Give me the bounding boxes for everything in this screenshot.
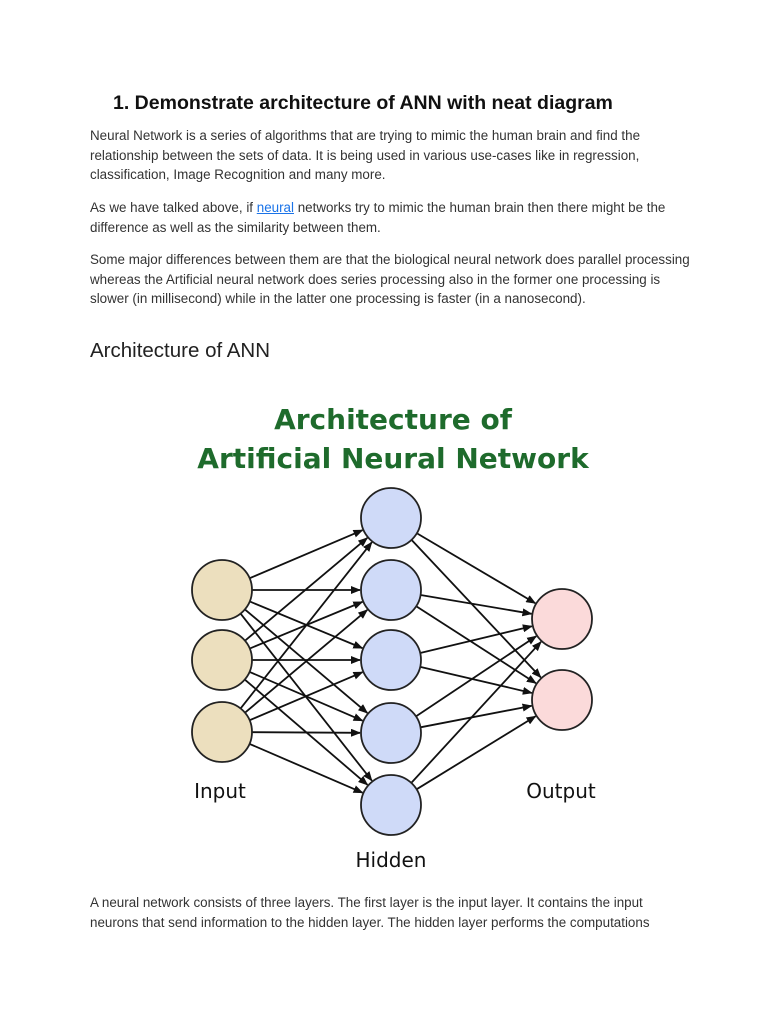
connection-arrows	[239, 529, 542, 794]
hidden-neuron	[360, 487, 422, 549]
input-neuron	[191, 701, 253, 763]
hidden-neuron	[360, 629, 422, 691]
layers-paragraph: A neural network consists of three layer…	[90, 895, 650, 930]
connection-arrow	[410, 641, 542, 784]
neuron-nodes	[191, 487, 593, 836]
output-neuron	[531, 669, 593, 731]
connection-arrow	[415, 605, 537, 684]
comparison-text-start: As we have talked above, if	[90, 200, 257, 215]
hidden-neuron	[360, 559, 422, 621]
section-subheading: Architecture of ANN	[90, 339, 271, 362]
connection-arrow	[249, 743, 364, 794]
connection-arrow	[416, 532, 537, 605]
connection-arrow	[410, 539, 542, 679]
comparison-paragraph: As we have talked above, if neural netwo…	[90, 198, 690, 237]
connection-arrow	[420, 665, 533, 695]
hidden-layer-label: Hidden	[356, 848, 427, 872]
connection-arrow	[419, 624, 533, 654]
ann-architecture-diagram: Architecture of Artificial Neural Networ…	[191, 403, 596, 872]
hidden-neuron	[360, 702, 422, 764]
diagram-title-line2: Artificial Neural Network	[197, 442, 590, 475]
diagram-title-line1: Architecture of	[274, 403, 513, 436]
output-layer-label: Output	[526, 779, 596, 803]
connection-arrow	[251, 728, 362, 737]
input-neuron	[191, 629, 253, 691]
input-layer-label: Input	[194, 779, 246, 803]
hidden-neuron	[360, 774, 422, 836]
connection-arrow	[239, 541, 373, 710]
connection-arrow	[420, 594, 533, 617]
comparison-text-end: networks try to mimic the human brain th…	[90, 200, 666, 235]
connection-arrow	[249, 671, 364, 722]
connection-arrow	[244, 537, 369, 642]
output-neuron	[531, 588, 593, 650]
connection-arrow	[415, 635, 538, 718]
connection-arrow	[244, 609, 369, 714]
intro-paragraph: Neural Network is a series of algorithms…	[90, 128, 641, 182]
input-neuron	[191, 559, 253, 621]
connection-arrow	[416, 715, 537, 791]
connection-arrow	[249, 529, 364, 580]
differences-paragraph: Some major differences between them are …	[90, 252, 690, 306]
connection-arrow	[420, 703, 533, 729]
question-heading: 1. Demonstrate architecture of ANN with …	[113, 92, 613, 114]
neural-link[interactable]: neural	[256, 200, 294, 215]
